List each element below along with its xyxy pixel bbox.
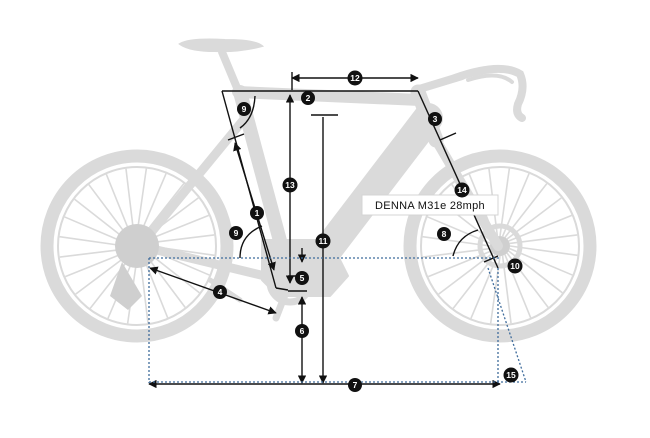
marker-4-label: 4 <box>218 287 223 297</box>
spoke <box>64 216 126 244</box>
marker-7-label: 7 <box>353 380 358 390</box>
spoke <box>89 255 132 309</box>
frame <box>135 84 503 297</box>
marker-7: 7 <box>348 378 362 392</box>
marker-11: 11 <box>315 233 331 249</box>
marker-1: 1 <box>250 206 264 220</box>
markers: 1 2 3 4 5 6 7 8 9 9 10 11 12 13 14 15 <box>213 70 523 392</box>
marker-14-label: 14 <box>457 185 467 195</box>
marker-14: 14 <box>454 182 470 198</box>
seat-tick <box>227 133 245 141</box>
marker-3-label: 3 <box>433 114 438 124</box>
seat-stay <box>135 113 250 251</box>
fork-offset-tick <box>483 255 499 263</box>
spoke <box>105 173 132 236</box>
reference-lines <box>148 257 527 383</box>
ref-trail-line <box>487 267 527 383</box>
seatpost <box>218 48 244 99</box>
marker-8-label: 8 <box>442 229 447 239</box>
marker-9-bottom-label: 9 <box>234 228 239 238</box>
marker-12: 12 <box>347 70 363 86</box>
marker-2-label: 2 <box>306 93 311 103</box>
handlebar <box>451 64 527 122</box>
spoke <box>59 235 126 247</box>
spoke <box>75 253 129 295</box>
spoke <box>74 198 128 241</box>
seat-angle-arc-bottom <box>239 225 263 259</box>
marker-10-label: 10 <box>510 261 520 271</box>
derailleur <box>110 262 142 310</box>
marker-6: 6 <box>295 324 309 338</box>
marker-6-label: 6 <box>300 326 305 336</box>
marker-9-bottom: 9 <box>229 226 243 240</box>
spoke <box>139 257 149 324</box>
spoke <box>139 173 167 235</box>
marker-4: 4 <box>213 285 227 299</box>
handlebar-drop <box>466 73 514 84</box>
marker-15-label: 15 <box>506 370 516 380</box>
saddle <box>178 38 265 53</box>
marker-5-label: 5 <box>300 273 305 283</box>
marker-1-label: 1 <box>255 208 260 218</box>
marker-11-label: 11 <box>319 236 328 246</box>
head-tick <box>439 132 457 141</box>
spoke <box>147 214 210 241</box>
marker-8: 8 <box>437 227 451 241</box>
marker-15: 15 <box>503 367 519 383</box>
seat-angle-arc-top <box>239 95 256 129</box>
front-rotor <box>477 223 523 269</box>
spoke <box>148 234 215 244</box>
model-label: DENNA M31e 28mph <box>375 200 485 212</box>
marker-12-label: 12 <box>350 73 360 83</box>
spoke <box>125 168 135 235</box>
spoke <box>64 251 127 278</box>
marker-10: 10 <box>507 258 523 274</box>
marker-5: 5 <box>295 271 309 285</box>
cassette <box>115 224 159 268</box>
chainstay-arrow <box>149 266 277 315</box>
bb-tick <box>275 287 289 291</box>
bike-silhouette <box>40 38 597 343</box>
model-label-box: DENNA M31e 28mph <box>361 194 499 216</box>
marker-9-top: 9 <box>237 102 251 116</box>
crank-arm <box>272 278 294 322</box>
marker-9-top-label: 9 <box>242 104 247 114</box>
marker-2: 2 <box>301 91 315 105</box>
marker-3: 3 <box>428 112 442 126</box>
spoke <box>136 168 148 235</box>
marker-13: 13 <box>282 177 298 193</box>
spoke <box>142 183 185 237</box>
spoke <box>59 248 126 258</box>
marker-13-label: 13 <box>285 180 295 190</box>
spoke <box>88 184 130 238</box>
head-angle-arc <box>452 229 479 257</box>
top-tube <box>232 86 426 106</box>
